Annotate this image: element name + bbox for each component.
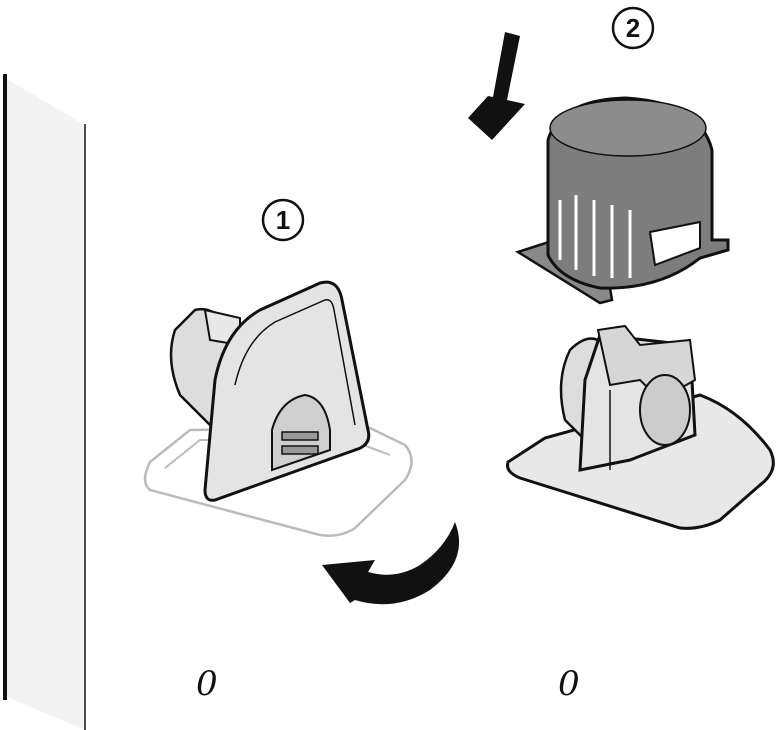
rotate-arrow-icon <box>322 522 460 605</box>
step-number-1: 1 <box>276 205 290 235</box>
mount-base-left <box>143 280 413 537</box>
wall-panel <box>3 74 86 730</box>
position-mark-right: 0 <box>558 664 580 704</box>
down-arrow-icon <box>468 32 525 140</box>
protective-cap <box>515 96 730 305</box>
mount-base-right <box>506 324 775 530</box>
step-label-1: 1 <box>261 198 305 242</box>
position-mark-left: 0 <box>196 664 218 704</box>
step-number-2: 2 <box>626 13 640 43</box>
step-label-2: 2 <box>611 6 655 50</box>
